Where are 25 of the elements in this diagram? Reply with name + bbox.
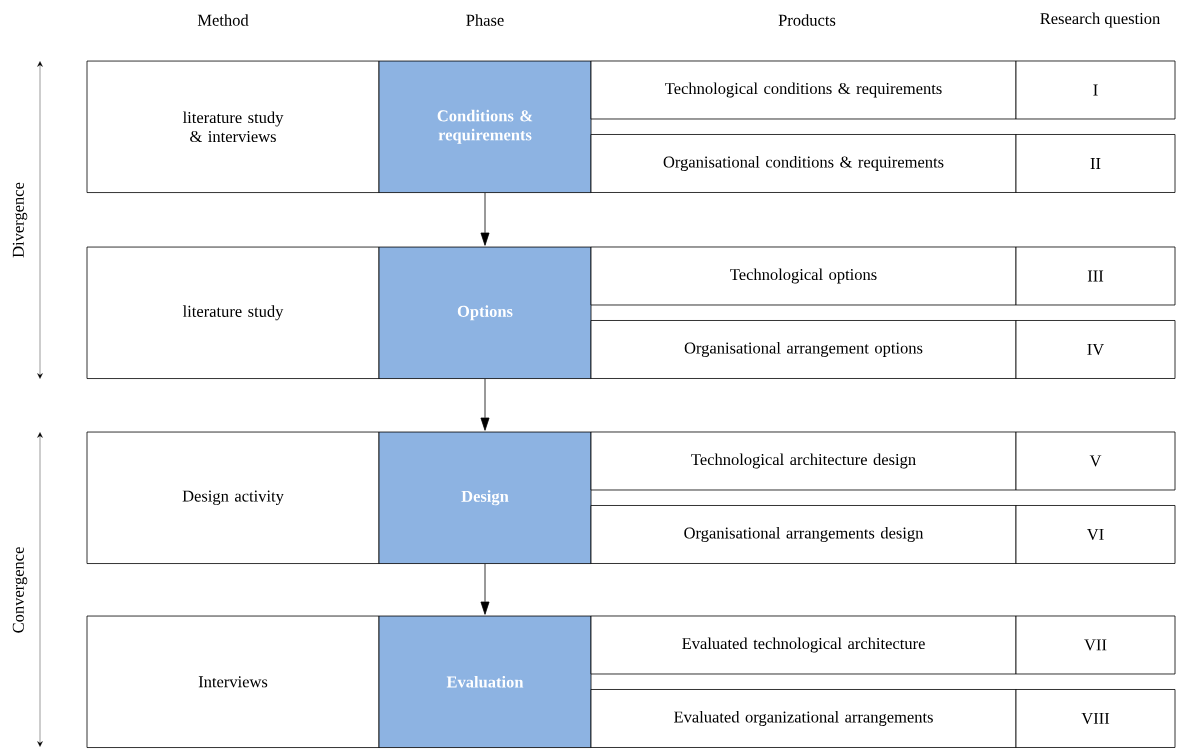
phase-box: Design bbox=[378, 431, 592, 564]
side-label: Divergence bbox=[12, 182, 28, 258]
column-heading: Products bbox=[778, 14, 836, 26]
question-box: I bbox=[1015, 60, 1176, 120]
column-heading: Research question bbox=[1040, 12, 1160, 28]
method-box: Interviews bbox=[86, 615, 380, 748]
question-box: III bbox=[1015, 246, 1176, 306]
question-box: IV bbox=[1015, 320, 1176, 379]
question-box: II bbox=[1015, 134, 1176, 193]
column-heading: Phase bbox=[466, 14, 504, 26]
question-box: VII bbox=[1015, 615, 1176, 675]
method-box: literature study & interviews bbox=[86, 60, 380, 193]
side-label: Convergence bbox=[12, 547, 28, 633]
method-box: Design activity bbox=[86, 431, 380, 564]
question-box: V bbox=[1015, 431, 1176, 491]
arrow bbox=[480, 192, 490, 246]
question-box: VIII bbox=[1015, 689, 1176, 748]
column-heading: Method bbox=[197, 14, 249, 26]
phase-box: Evaluation bbox=[378, 615, 592, 748]
phase-box: Conditions & requirements bbox=[378, 60, 592, 193]
arrow bbox=[480, 378, 490, 431]
arrow bbox=[480, 563, 490, 615]
phase-box: Options bbox=[378, 246, 592, 379]
question-box: VI bbox=[1015, 505, 1176, 564]
method-box: literature study bbox=[86, 246, 380, 379]
